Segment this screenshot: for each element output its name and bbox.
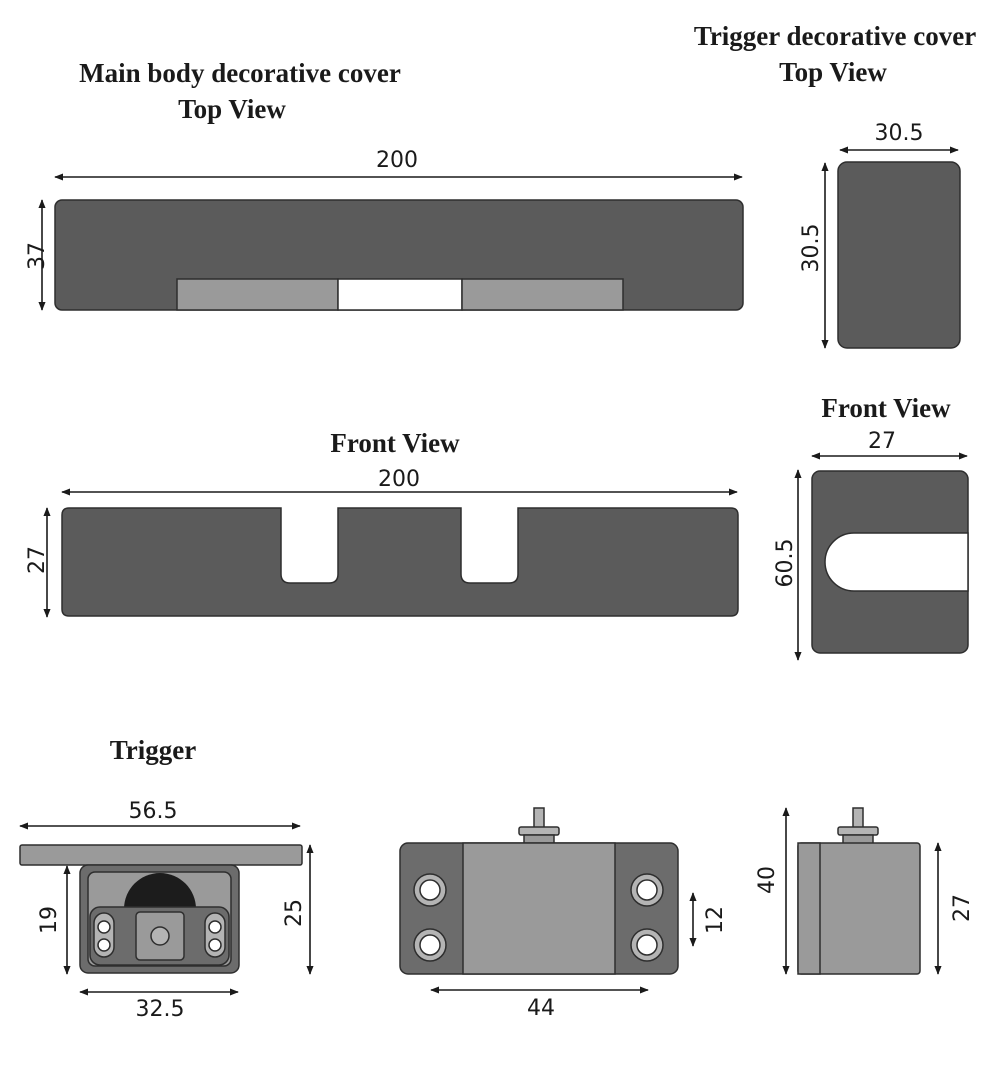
- trigger-body-width-label: 32.5: [136, 997, 185, 1022]
- main-top-width-label: 200: [376, 148, 418, 173]
- trigger-back-center-panel: [462, 842, 616, 975]
- trigger-back-hole-top-left-inner: [419, 879, 441, 901]
- main-top-slot-right: [461, 278, 624, 311]
- trigger-side-drawing: 40 27: [755, 807, 975, 975]
- trigger-top-body: [837, 161, 961, 349]
- main-cover-title: Main body decorative cover: [79, 58, 401, 88]
- trigger-cover-top-view: 30.5 30.5: [799, 121, 961, 349]
- main-top-slot-left: [176, 278, 339, 311]
- trigger-body-height-label: 19: [37, 906, 62, 934]
- trigger-back-nut: [518, 826, 560, 836]
- trigger-center-hole: [150, 926, 170, 946]
- trigger-side-nut: [837, 826, 879, 836]
- trigger-cover-front-view: 27 60.5: [773, 429, 969, 661]
- trigger-back-hole-bottom-right-inner: [636, 934, 658, 956]
- main-front-width-label: 200: [378, 467, 420, 492]
- trigger-back-stem: [533, 807, 545, 829]
- trigger-front-drawing: 56.5 19 25 32.5: [19, 799, 314, 1022]
- trigger-plate-width-label: 56.5: [129, 799, 178, 824]
- trigger-top-width-label: 30.5: [875, 121, 924, 146]
- trigger-left-screw-lower-icon: [97, 938, 111, 952]
- main-front-view-title: Front View: [330, 428, 460, 458]
- trigger-mount-plate: [19, 844, 303, 866]
- trigger-right-screw-lower-icon: [208, 938, 222, 952]
- main-front-view: 200 27: [25, 467, 739, 618]
- trigger-side-plate: [797, 842, 821, 975]
- trigger-back-hole-top-right-inner: [636, 879, 658, 901]
- trigger-top-view-title: Top View: [779, 57, 887, 87]
- trigger-back-width-label: 44: [527, 996, 555, 1021]
- trigger-front-view-title: Front View: [821, 393, 951, 423]
- trigger-roller: [124, 873, 196, 909]
- trigger-front-height-label: 60.5: [773, 539, 798, 588]
- trigger-back-drawing: 44 12: [399, 807, 728, 1021]
- trigger-front-width-label: 27: [868, 429, 896, 454]
- trigger-back-hole-bottom-left-inner: [419, 934, 441, 956]
- trigger-title: Trigger: [110, 735, 196, 765]
- trigger-cover-title: Trigger decorative cover: [694, 21, 976, 51]
- trigger-side-body-height-label: 27: [950, 894, 975, 922]
- main-front-body: [61, 507, 739, 617]
- trigger-left-screw-icon: [97, 920, 111, 934]
- trigger-top-height-label: 30.5: [799, 224, 824, 273]
- trigger-side-stem: [852, 807, 864, 829]
- trigger-front-slot: [824, 532, 969, 592]
- trigger-hole-spacing-label: 12: [703, 906, 728, 934]
- trigger-right-screw-icon: [208, 920, 222, 934]
- trigger-total-height-label: 25: [282, 899, 307, 927]
- main-top-view-title: Top View: [178, 94, 286, 124]
- main-top-height-label: 37: [25, 242, 50, 270]
- trigger-side-height-label: 40: [755, 866, 780, 894]
- main-top-view: 200 37: [25, 148, 744, 311]
- main-top-slot-center: [337, 278, 463, 311]
- main-front-height-label: 27: [25, 546, 50, 574]
